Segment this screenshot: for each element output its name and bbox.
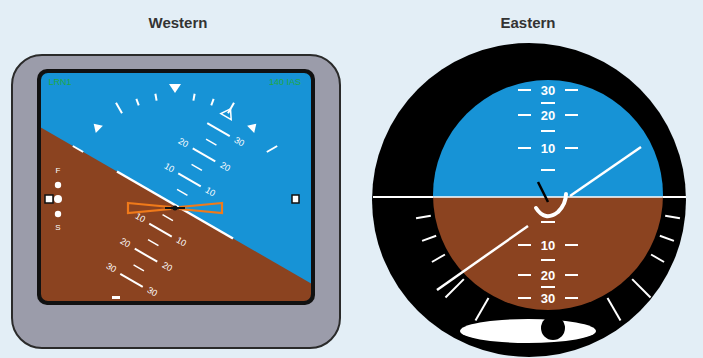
horizon-line <box>430 196 670 198</box>
scale-line <box>608 298 621 321</box>
indicator-dot <box>54 195 62 203</box>
western-bezel <box>12 55 340 348</box>
scale-line <box>476 298 489 321</box>
scale-line <box>518 89 531 91</box>
scale-line <box>518 244 531 246</box>
scale-line <box>149 224 172 237</box>
indicator-dot <box>55 182 61 188</box>
pitch-number: 10 <box>541 142 555 155</box>
horizon-bar <box>373 196 433 198</box>
indicator-marker <box>45 195 53 203</box>
pitch-ladder <box>518 90 578 298</box>
scale-line <box>518 114 531 116</box>
aircraft-symbol <box>180 203 222 213</box>
scale-line <box>193 94 194 101</box>
scale-line <box>632 279 650 297</box>
scale-line <box>565 89 578 91</box>
scale-line <box>177 189 187 195</box>
horizon-bar <box>663 196 686 198</box>
pitch-number: 30 <box>541 292 555 305</box>
scale-line <box>541 221 555 223</box>
scale-line <box>120 274 143 287</box>
scale-line <box>207 123 230 136</box>
scale-line <box>193 148 216 161</box>
scale-line <box>192 164 202 170</box>
eastern-case <box>372 43 686 357</box>
scale-line <box>134 265 144 271</box>
scale-line <box>267 146 277 152</box>
aircraft-wing <box>437 226 528 290</box>
scale-line <box>211 99 213 106</box>
scale-line <box>73 146 83 152</box>
bank-marker <box>247 120 260 133</box>
sky <box>430 75 670 198</box>
scale-line <box>178 173 201 186</box>
scale-line <box>651 255 664 263</box>
horizon-line <box>117 172 233 239</box>
tick-mark <box>112 296 120 299</box>
sky <box>40 72 312 302</box>
scale-line <box>155 94 156 101</box>
slip-window <box>460 319 596 343</box>
panel-title: Western <box>149 15 208 30</box>
scale-line <box>541 259 555 261</box>
aircraft-symbol <box>128 203 170 213</box>
scale-line <box>518 147 531 149</box>
scale-line <box>541 130 555 132</box>
western-screen-frame <box>37 69 315 305</box>
scale-line <box>565 297 578 299</box>
indicator-dot <box>55 211 61 217</box>
scale-line <box>206 139 216 145</box>
sky-pointer <box>221 106 236 120</box>
scale-line <box>565 147 578 149</box>
bank-marker <box>90 120 103 133</box>
aircraft-wing <box>570 147 641 196</box>
aircraft-symbol <box>536 194 566 216</box>
scale-line <box>541 286 555 288</box>
flap-label: S <box>55 224 60 232</box>
scale-line <box>541 169 555 171</box>
scale-line <box>565 274 578 276</box>
scale-line <box>148 240 158 246</box>
scale-line <box>432 255 445 263</box>
aircraft-mark <box>538 182 548 202</box>
scale-line <box>518 274 531 276</box>
pitch-number: 20 <box>541 109 555 122</box>
ground <box>40 127 312 302</box>
scale-line <box>163 215 173 221</box>
scale-line <box>116 103 122 113</box>
scale-line <box>422 236 436 241</box>
pitch-number: 30 <box>541 84 555 97</box>
bank-scale <box>416 216 680 321</box>
pitch-number: 10 <box>541 239 555 252</box>
scale-line <box>135 249 158 262</box>
screen-border <box>40 72 312 302</box>
pitch-number: 20 <box>541 269 555 282</box>
speed-readout: 140 IAS <box>269 78 301 87</box>
bank-scale <box>73 94 277 152</box>
panel-title: Eastern <box>500 15 555 30</box>
mode-readout: LRN1 <box>48 78 71 87</box>
slip-ball <box>541 316 565 340</box>
flap-label: F <box>56 167 61 175</box>
scale-line <box>136 99 138 106</box>
scale-line <box>660 236 674 241</box>
scale-line <box>565 114 578 116</box>
scale-line <box>541 102 555 104</box>
bank-index <box>169 84 181 93</box>
indicator-marker <box>292 195 299 203</box>
scale-line <box>416 216 431 219</box>
scale-line <box>665 216 680 219</box>
aircraft-dot <box>173 206 178 211</box>
scale-line <box>565 244 578 246</box>
scale-line <box>518 297 531 299</box>
